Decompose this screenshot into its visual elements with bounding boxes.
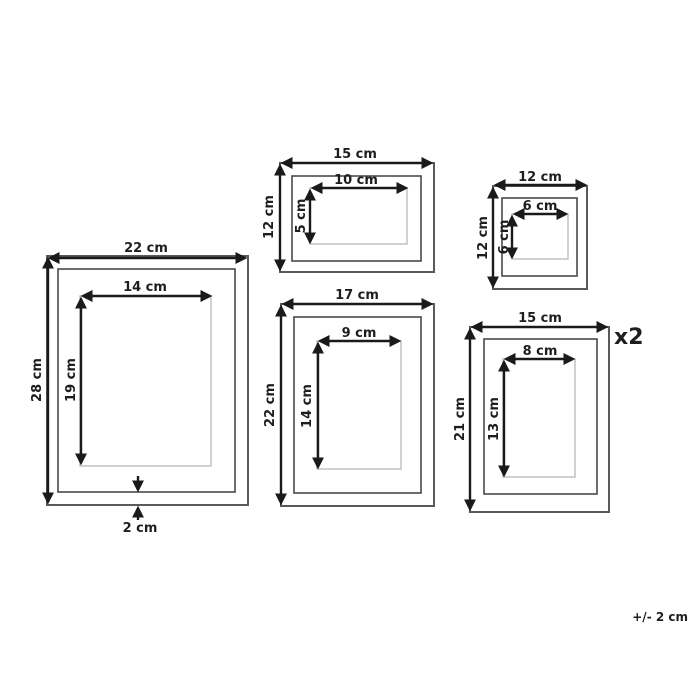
- outer-height-label: 12 cm: [476, 216, 491, 260]
- frame-mat: [483, 338, 598, 495]
- photo-opening: [79, 295, 212, 467]
- frame-22x28: 22 cm 28 cm 14 cm 19 cm 2 cm: [30, 241, 249, 536]
- outer-height-label: 28 cm: [30, 358, 45, 402]
- outer-height-label: 22 cm: [263, 383, 278, 427]
- photo-opening: [502, 358, 576, 478]
- frame-mat: [291, 175, 422, 262]
- outer-height-label: 21 cm: [453, 397, 468, 441]
- photo-height-label: 14 cm: [300, 384, 315, 428]
- photo-width-label: 8 cm: [523, 344, 558, 359]
- frame-17x22: 17 cm 22 cm 9 cm 14 cm: [263, 288, 435, 507]
- border-label: 2 cm: [123, 521, 158, 536]
- photo-opening: [316, 340, 402, 470]
- outer-width-label: 15 cm: [518, 311, 562, 326]
- photo-opening: [511, 213, 569, 260]
- photo-width-label: 14 cm: [123, 280, 167, 295]
- quantity-label: x2: [614, 325, 644, 350]
- outer-width-label: 12 cm: [518, 170, 562, 185]
- frame-15x12: 15 cm 12 cm 10 cm 5 cm: [262, 147, 435, 273]
- frame-15x21: 15 cm 21 cm 8 cm 13 cm x2: [453, 311, 644, 513]
- frame-mat: [57, 268, 236, 493]
- photo-height-label: 19 cm: [64, 358, 79, 402]
- photo-height-label: 5 cm: [294, 199, 309, 234]
- photo-height-label: 13 cm: [487, 397, 502, 441]
- outer-height-label: 12 cm: [262, 195, 277, 239]
- photo-width-label: 6 cm: [523, 199, 558, 214]
- outer-width-label: 22 cm: [124, 241, 168, 256]
- photo-width-label: 10 cm: [334, 173, 378, 188]
- photo-width-label: 9 cm: [342, 326, 377, 341]
- outer-width-label: 17 cm: [335, 288, 379, 303]
- outer-width-label: 15 cm: [333, 147, 377, 162]
- frame-12x12: 12 cm 12 cm 6 cm 6 cm: [476, 170, 588, 290]
- frame-mat: [293, 316, 422, 494]
- tolerance-label: +/- 2 cm: [632, 610, 688, 624]
- frame-mat: [501, 197, 578, 277]
- photo-height-label: 6 cm: [497, 220, 512, 255]
- photo-opening: [309, 187, 408, 245]
